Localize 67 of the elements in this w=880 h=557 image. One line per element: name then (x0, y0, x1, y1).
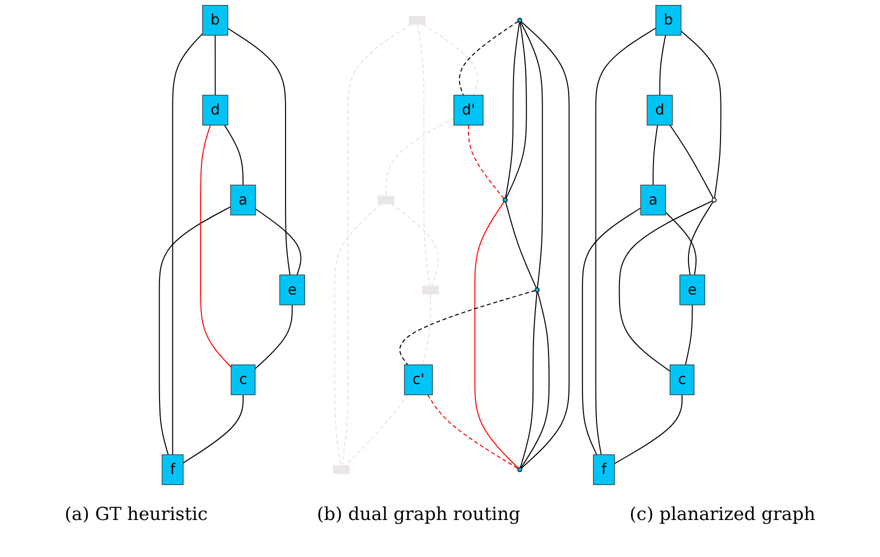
connector (468, 124, 504, 199)
panel-caption: (c) planarized graph (630, 504, 816, 525)
node-box (422, 286, 439, 294)
connector (680, 30, 722, 199)
connector (505, 201, 537, 289)
connector (200, 124, 232, 368)
connector (417, 24, 430, 286)
connector (614, 394, 682, 464)
connector (652, 124, 658, 186)
node-box (679, 274, 706, 306)
node-circle (502, 198, 508, 203)
node-box (408, 16, 426, 25)
connector (172, 33, 203, 456)
connector (427, 394, 518, 470)
node-box (332, 465, 350, 474)
node-box (378, 196, 394, 204)
connector (422, 24, 478, 96)
connector (182, 394, 244, 464)
node-box (279, 274, 305, 306)
node-box (202, 94, 228, 126)
connector (214, 34, 216, 96)
connector (504, 22, 520, 199)
connector (341, 24, 412, 466)
connector (254, 208, 302, 276)
node-box (670, 364, 694, 396)
node-box (655, 5, 682, 36)
node-box (202, 5, 228, 36)
node-circle (517, 18, 522, 23)
connector (385, 118, 454, 197)
node-box (404, 364, 433, 396)
connector (688, 201, 714, 276)
connector (158, 206, 231, 456)
connector (344, 394, 408, 466)
node-box (230, 364, 256, 396)
node-box (640, 184, 666, 216)
node-box (162, 454, 184, 485)
connector (334, 204, 382, 466)
node-circle (517, 467, 522, 472)
connector (618, 200, 713, 372)
panel-caption: (a) GT heuristic (64, 504, 208, 525)
connector (458, 20, 518, 96)
connector (422, 293, 431, 366)
connector (227, 28, 290, 276)
connector (390, 204, 439, 286)
connector (474, 201, 519, 469)
node-box (592, 454, 615, 485)
panel-caption: (b) dual graph routing (316, 504, 520, 525)
node-circle (712, 198, 717, 203)
connector (582, 208, 642, 456)
node-circle (534, 287, 540, 292)
connector (520, 21, 570, 469)
connector (669, 124, 714, 199)
connector (520, 291, 538, 468)
connector (520, 22, 543, 288)
graph-drawing: b d a e c f d' c' b d a e c f (154, 0, 726, 490)
connector (254, 304, 293, 370)
node-box (646, 94, 673, 126)
node-box (230, 184, 256, 216)
connector (399, 290, 536, 366)
connector (224, 124, 244, 186)
connector (665, 212, 696, 276)
connector (520, 291, 550, 468)
connector (595, 28, 656, 456)
connector (505, 22, 527, 199)
connector (659, 34, 666, 96)
connector (684, 304, 693, 366)
node-box (453, 94, 484, 126)
